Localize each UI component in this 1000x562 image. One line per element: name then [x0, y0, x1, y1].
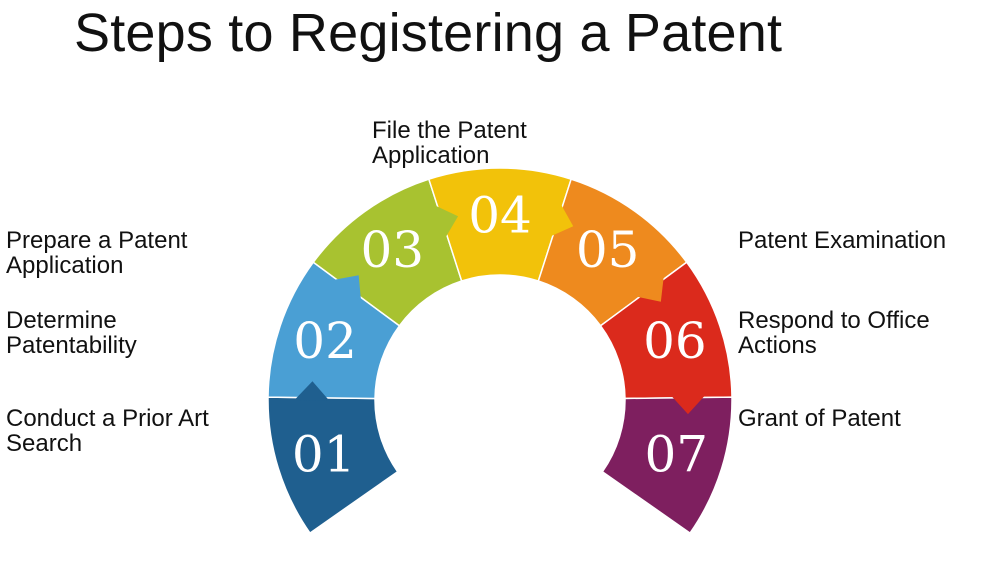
step-label-5: Patent Examination: [738, 227, 947, 254]
step-number-2: 02: [293, 312, 357, 370]
step-number-6: 06: [643, 312, 707, 370]
step-segment-7: [601, 396, 733, 535]
step-arrow-1: [293, 381, 330, 402]
step-number-4: 04: [468, 187, 532, 245]
page-title: Steps to Registering a Patent: [74, 3, 783, 63]
step-number-1: 01: [292, 425, 356, 483]
step-number-3: 03: [360, 221, 424, 279]
step-arrow-3: [433, 204, 459, 239]
step-arrow-4: [549, 202, 574, 237]
step-label-4: File the Patent Application: [372, 117, 527, 169]
step-label-2: Determine Patentability: [6, 307, 137, 359]
step-label-1: Conduct a Prior Art Search: [6, 405, 209, 457]
step-label-7: Grant of Patent: [738, 405, 901, 432]
step-arrow-2: [331, 275, 362, 302]
step-arrow-5: [635, 274, 664, 302]
step-label-6: Respond to Office Actions: [738, 307, 930, 359]
step-arrow-6: [670, 393, 707, 415]
step-number-7: 07: [644, 425, 708, 483]
step-number-5: 05: [576, 221, 640, 279]
step-label-3: Prepare a Patent Application: [6, 227, 188, 279]
